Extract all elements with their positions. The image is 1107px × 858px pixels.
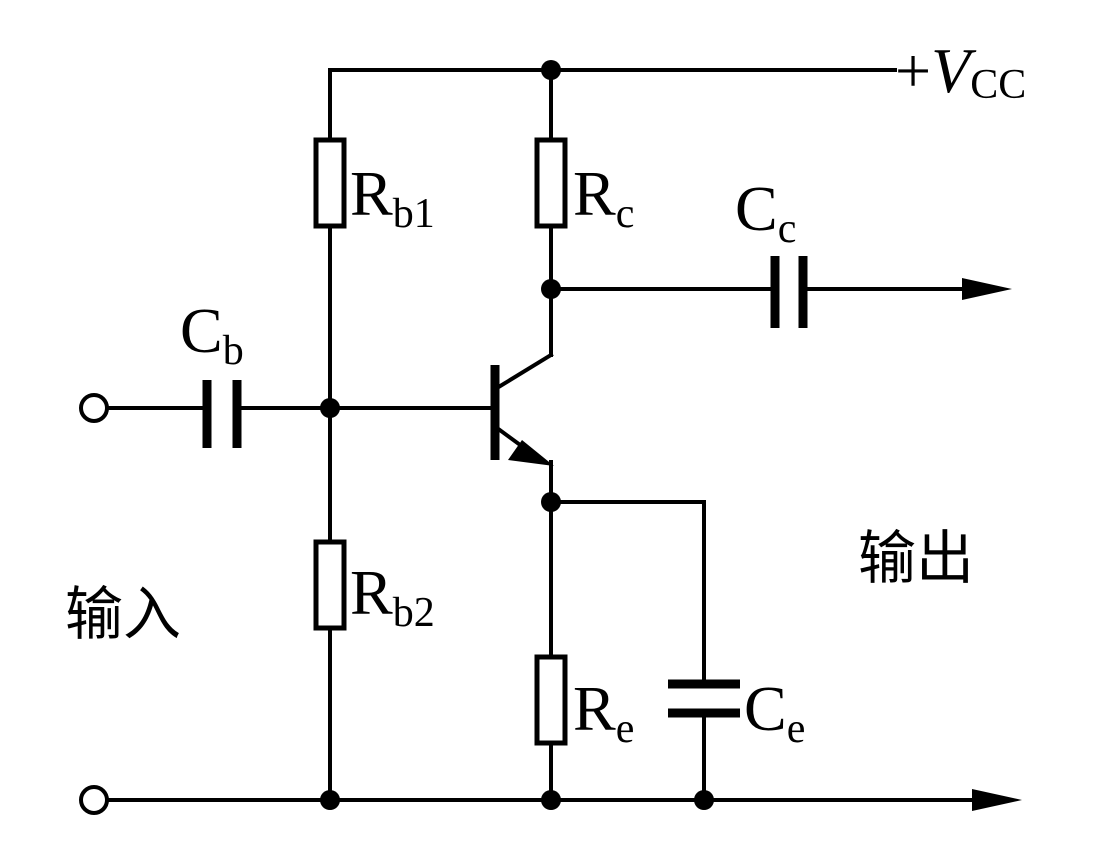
ground-terminal [79,785,109,815]
resistor-rb1 [313,137,347,229]
ground-arrow-icon [972,789,1022,811]
junction-dot [320,398,340,418]
resistor-re [534,654,568,746]
junction-dot [320,790,340,810]
resistor-rb2 [313,539,347,631]
rc-label: Rc [573,158,634,237]
junction-dots [320,60,714,810]
input-label: 输入 [65,580,181,648]
capacitor-cc [770,256,808,328]
output-label: 输出 [858,524,974,592]
capacitor-ce [668,679,740,718]
input-terminal [79,393,109,423]
junction-dot [694,790,714,810]
junction-dot [541,492,561,512]
junction-dot [541,279,561,299]
rb2-label: Rb2 [350,557,435,636]
resistor-rc [534,137,568,229]
junction-dot [541,790,561,810]
capacitor-cb [202,380,242,448]
rb1-label: Rb1 [350,158,435,237]
cc-label: Cc [735,173,796,252]
ce-label: Ce [744,673,805,752]
output-arrow-icon [962,278,1012,300]
re-label: Re [573,673,634,752]
cb-label: Cb [180,295,244,374]
junction-dot [541,60,561,80]
vcc-label: +VCC [895,35,1026,108]
npn-transistor-icon [490,352,554,466]
